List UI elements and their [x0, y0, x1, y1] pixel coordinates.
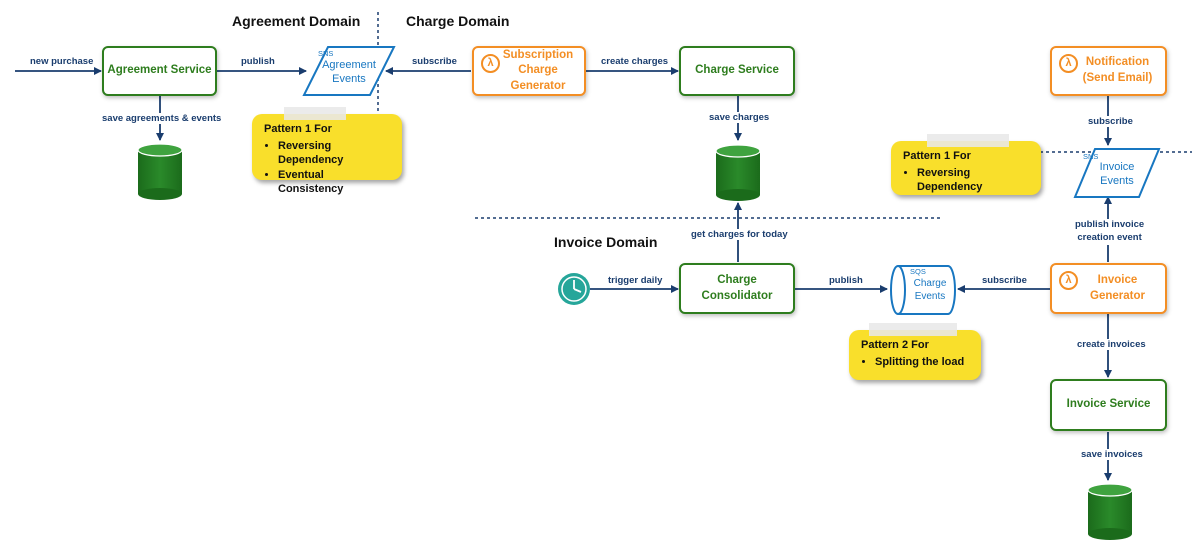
edge-label-save-agreements: save agreements & events — [100, 113, 224, 124]
database-icon — [1087, 483, 1133, 540]
subscription-charge-generator-line2: Charge Generator — [510, 64, 566, 92]
invoice-service-label: Invoice Service — [1066, 398, 1151, 411]
note-pattern2: Pattern 2 For Splitting the load — [849, 323, 981, 380]
lambda-icon: λ — [1059, 54, 1078, 73]
agreement-domain-title: Agreement Domain — [232, 13, 361, 29]
note-item: Eventual Consistency — [278, 168, 392, 197]
agreement-events-line1: Agreement — [322, 59, 376, 71]
lambda-icon: λ — [1059, 271, 1078, 290]
invoice-generator-box: λ Invoice Generator — [1050, 263, 1167, 314]
edge-label-subscribe-agreement: subscribe — [412, 56, 457, 67]
charge-events-tag: SQS — [910, 267, 926, 276]
note-pattern1-agreement: Pattern 1 For Reversing Dependency Event… — [252, 107, 402, 195]
database-icon — [137, 143, 183, 200]
edge-label-save-charges: save charges — [707, 112, 772, 123]
note-title: Pattern 1 For — [264, 123, 332, 135]
charge-events-line2: Events — [914, 291, 946, 302]
note-title: Pattern 2 For — [861, 339, 929, 351]
agreement-service-box: Agreement Service — [102, 46, 217, 96]
note-tape — [927, 134, 1009, 147]
invoice-events-line1: Invoice — [1099, 161, 1135, 173]
agreement-events-tag: SNS — [318, 49, 334, 58]
note-tape — [284, 107, 346, 120]
note-title: Pattern 1 For — [903, 150, 971, 162]
edge-label-publish-agreement: publish — [241, 56, 275, 67]
invoice-service-box: Invoice Service — [1050, 379, 1167, 431]
invoice-domain-title: Invoice Domain — [554, 234, 658, 250]
invoice-generator-line1: Invoice — [1097, 273, 1138, 286]
notification-line2: (Send Email) — [1082, 72, 1153, 84]
charge-domain-title: Charge Domain — [406, 13, 510, 29]
notification-box: λ Notification (Send Email) — [1050, 46, 1167, 96]
note-pattern1-invoice: Pattern 1 For Reversing Dependency — [891, 134, 1041, 195]
edge-label-save-invoices: save invoices — [1079, 449, 1145, 460]
charge-consolidator-line1: Charge — [717, 273, 757, 286]
charge-service-label: Charge Service — [695, 64, 779, 77]
edge-label-create-charges: create charges — [601, 56, 669, 67]
subscription-charge-generator-box: λ Subscription Charge Generator — [472, 46, 586, 96]
note-tape — [869, 323, 957, 336]
edge-label-subscribe-invoice: subscribe — [1086, 116, 1135, 127]
publish-invoice-line1: publish invoice — [1075, 219, 1145, 230]
invoice-events-label: Invoice Events — [1078, 160, 1156, 189]
invoice-generator-line2: Generator — [1090, 289, 1145, 302]
charge-consolidator-line2: Consolidator — [701, 289, 773, 302]
charge-events-queue — [890, 265, 956, 315]
edge-label-subscribe-charge: subscribe — [982, 275, 1027, 286]
invoice-events-line2: Events — [1100, 175, 1134, 188]
agreement-service-label: Agreement Service — [107, 64, 212, 77]
edge-label-new-purchase: new purchase — [30, 56, 94, 67]
agreement-events-topic — [302, 46, 396, 96]
invoice-events-tag: SNS — [1083, 152, 1099, 161]
edge-label-trigger-daily: trigger daily — [608, 275, 663, 286]
lambda-icon: λ — [481, 54, 500, 73]
notification-line1: Notification — [1085, 56, 1150, 69]
edge-label-create-invoices: create invoices — [1075, 339, 1148, 350]
note-item: Reversing Dependency — [278, 139, 392, 168]
edge-label-get-charges: get charges for today — [689, 229, 790, 240]
note-item: Splitting the load — [875, 355, 971, 369]
charge-service-box: Charge Service — [679, 46, 795, 96]
agreement-events-label: Agreement Events — [309, 58, 389, 87]
database-icon — [715, 144, 761, 201]
charge-consolidator-box: Charge Consolidator — [679, 263, 795, 314]
edge-label-publish-invoice-event: publish invoice creation event — [1073, 219, 1147, 245]
charge-events-line1: Charge — [913, 278, 947, 289]
invoice-events-topic — [1073, 148, 1161, 198]
publish-invoice-line2: creation event — [1077, 231, 1142, 243]
agreement-events-line2: Events — [332, 73, 366, 86]
charge-events-label: Charge Events — [906, 277, 954, 303]
clock-icon — [558, 273, 590, 305]
edge-label-publish-charge: publish — [829, 275, 863, 286]
note-item: Reversing Dependency — [917, 166, 1031, 195]
subscription-charge-generator-line1: Subscription — [502, 48, 574, 61]
